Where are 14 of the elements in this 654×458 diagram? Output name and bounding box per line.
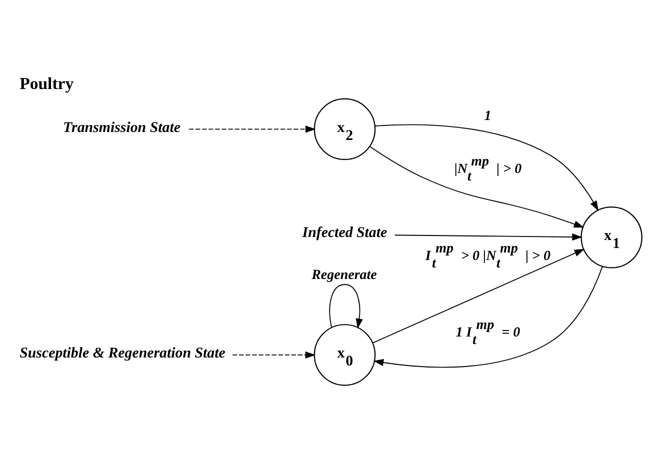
- edge-label: Regenerate: [312, 268, 377, 283]
- arrow: [369, 146, 584, 228]
- arrow: [188, 126, 316, 133]
- node-text: Transmission State: [62, 120, 180, 136]
- edge-label: 1: [484, 108, 492, 124]
- arrow: [372, 248, 585, 344]
- arrow: [374, 124, 599, 212]
- arrow: [232, 351, 316, 359]
- node-text: Infected State: [302, 225, 388, 242]
- diagram-title: Poultry: [20, 74, 74, 93]
- arrow: [329, 284, 363, 329]
- arrow: [373, 266, 603, 368]
- node-text: Susceptible & Regeneration State: [20, 346, 226, 362]
- arrow: [394, 233, 582, 241]
